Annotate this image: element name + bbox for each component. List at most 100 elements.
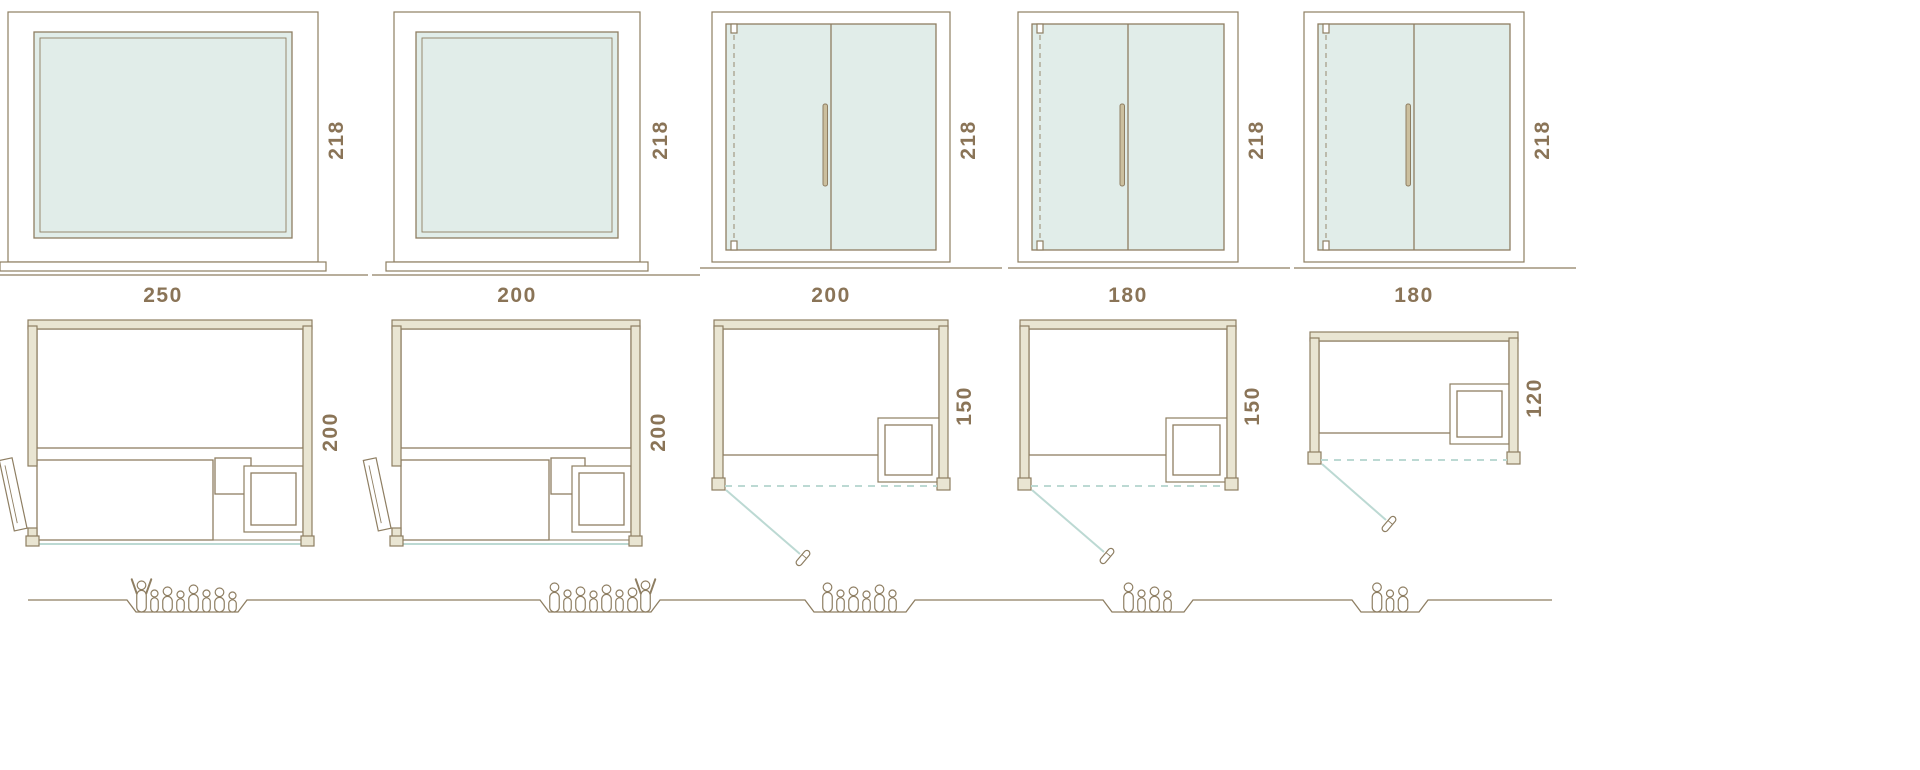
person-icon xyxy=(188,584,199,613)
elevation-model-5 xyxy=(1294,11,1576,269)
person-icon xyxy=(130,578,153,613)
wall-back xyxy=(1019,319,1237,330)
person-icon xyxy=(214,587,225,613)
depth-dimension-1: 200 xyxy=(319,412,343,452)
wall-back xyxy=(1309,331,1519,342)
wall-right xyxy=(302,325,313,543)
height-dimension-2: 218 xyxy=(649,120,673,160)
height-dimension-4: 218 xyxy=(1245,120,1269,160)
person-icon xyxy=(575,586,586,613)
sill xyxy=(0,261,327,272)
door-handle xyxy=(1119,103,1125,187)
hinge-bottom xyxy=(1036,240,1044,251)
depth-dimension-3: 150 xyxy=(953,386,977,426)
width-dimension-3: 200 xyxy=(811,284,851,307)
person-icon xyxy=(1371,582,1383,613)
wall-right xyxy=(1508,337,1519,459)
person-icon xyxy=(202,589,211,613)
door-handle-plan xyxy=(1381,515,1397,533)
person-icon xyxy=(162,586,173,613)
person-icon xyxy=(822,582,833,613)
wall-left xyxy=(391,325,402,467)
person-icon xyxy=(862,590,871,613)
wall-left xyxy=(713,325,724,485)
person-icon xyxy=(549,582,560,613)
person-icon xyxy=(563,589,572,613)
person-icon xyxy=(634,578,657,613)
person-icon xyxy=(228,591,237,613)
elevation-model-3 xyxy=(700,11,1002,269)
hinge-top xyxy=(730,23,738,34)
elevation-model-1 xyxy=(0,11,368,276)
heater-grille xyxy=(884,424,933,476)
heater xyxy=(243,465,304,533)
person-icon xyxy=(1163,590,1172,613)
heater xyxy=(571,465,632,533)
front-post-right xyxy=(936,477,951,491)
front-post-left xyxy=(1017,477,1032,491)
front-post-right xyxy=(300,535,315,547)
door-swing-line xyxy=(1321,463,1387,521)
plan-model-5 xyxy=(1307,331,1521,533)
door-swing-line xyxy=(1031,489,1105,553)
front-post-left xyxy=(25,535,40,547)
door-swing-line xyxy=(725,489,801,555)
lower-bench-slats xyxy=(400,459,550,541)
width-dimension-4: 180 xyxy=(1108,284,1148,307)
glass-pane xyxy=(415,31,619,239)
plan-model-2 xyxy=(362,319,643,547)
heater xyxy=(877,417,940,483)
door-handle xyxy=(1405,103,1411,187)
person-icon xyxy=(1385,589,1395,613)
wall-right xyxy=(630,325,641,543)
heater-grille xyxy=(250,472,297,526)
depth-dimension-2: 200 xyxy=(647,412,671,452)
person-icon xyxy=(848,586,859,613)
person-icon xyxy=(589,590,598,613)
heater xyxy=(1165,417,1228,483)
wall-right xyxy=(1226,325,1237,485)
door-leaf-open xyxy=(0,457,28,532)
height-dimension-5: 218 xyxy=(1531,120,1555,160)
door-handle xyxy=(822,103,828,187)
ground-line xyxy=(28,599,1552,613)
door-handle-plan xyxy=(1099,547,1115,565)
person-icon xyxy=(1149,586,1160,613)
width-dimension-5: 180 xyxy=(1394,284,1434,307)
hinge-bottom xyxy=(730,240,738,251)
person-icon xyxy=(176,590,185,613)
heater-grille xyxy=(1172,424,1221,476)
plan-model-1 xyxy=(0,319,315,547)
person-icon xyxy=(150,589,159,613)
front-post-right xyxy=(628,535,643,547)
height-dimension-3: 218 xyxy=(957,120,981,160)
glass-inner-line xyxy=(421,37,613,233)
upper-bench-slats xyxy=(400,328,632,449)
heater xyxy=(1449,383,1510,445)
door-handle-plan xyxy=(795,549,811,567)
height-dimension-1: 218 xyxy=(325,120,349,160)
lower-bench-slats xyxy=(36,459,214,541)
width-dimension-1: 250 xyxy=(143,284,183,307)
person-icon xyxy=(836,589,845,613)
door-leaf-open xyxy=(362,457,392,532)
front-post-left xyxy=(389,535,404,547)
elevation-model-4 xyxy=(1008,11,1290,269)
hinge-top xyxy=(1322,23,1330,34)
hinge-bottom xyxy=(1322,240,1330,251)
person-icon xyxy=(601,584,612,613)
elevation-model-2 xyxy=(372,11,700,276)
wall-left xyxy=(27,325,38,467)
depth-dimension-4: 150 xyxy=(1241,386,1265,426)
glass-inner-line xyxy=(39,37,287,233)
person-icon xyxy=(1137,589,1146,613)
person-icon xyxy=(1397,586,1409,613)
wall-right xyxy=(938,325,949,485)
width-dimension-2: 200 xyxy=(497,284,537,307)
people-groups xyxy=(130,578,1409,613)
front-post-left xyxy=(711,477,726,491)
plan-model-4 xyxy=(1017,319,1239,565)
plan-model-3 xyxy=(711,319,951,567)
wall-left xyxy=(1309,337,1320,459)
